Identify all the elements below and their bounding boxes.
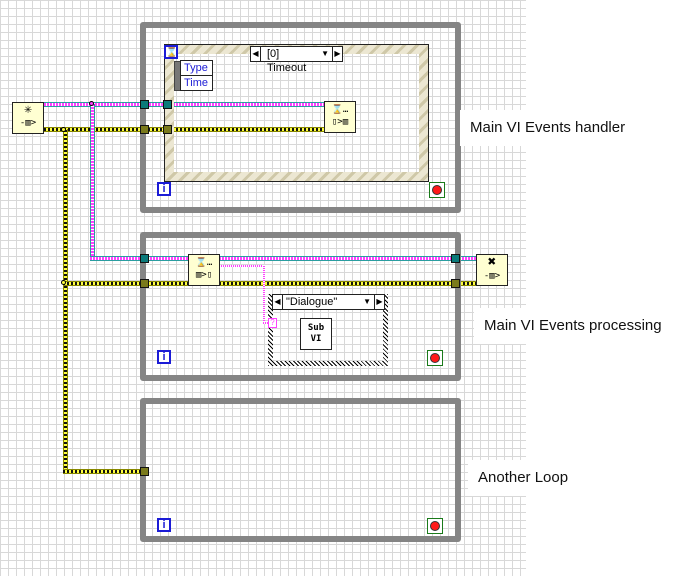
error-tunnel[interactable] (140, 279, 149, 288)
queue-icon: ▯>▥ (331, 117, 349, 127)
refnum-tunnel[interactable] (140, 100, 149, 109)
error-wire[interactable] (63, 281, 482, 286)
case-selector-terminal[interactable]: ? (268, 318, 277, 328)
dropdown-arrow-icon[interactable]: ▼ (321, 49, 329, 58)
while-loop-events-processing[interactable] (140, 232, 461, 381)
dequeue-node[interactable]: ⌛… ▥>▯ (188, 254, 220, 286)
close-icon: ✖ (487, 254, 497, 270)
error-tunnel[interactable] (140, 467, 149, 476)
error-tunnel[interactable] (140, 125, 149, 134)
event-data-type[interactable]: Type (181, 61, 212, 76)
wire-junction (61, 280, 66, 285)
refnum-tunnel[interactable] (163, 100, 172, 109)
obtain-queue-node[interactable]: ✳ -▥> (12, 102, 44, 134)
queue-refnum-wire-branch[interactable] (90, 104, 95, 256)
wire-junction (61, 127, 66, 132)
increment-arrow-icon[interactable]: ▶ (332, 47, 342, 61)
error-tunnel[interactable] (451, 279, 460, 288)
timeout-terminal-icon[interactable]: ⌛ (164, 45, 178, 59)
loop-label-another: Another Loop (468, 460, 579, 496)
element-wire[interactable] (219, 265, 264, 267)
queue-refnum-wire[interactable] (90, 256, 482, 261)
queue-icon: -▥> (483, 271, 501, 281)
refnum-tunnel[interactable] (140, 254, 149, 263)
while-loop-another[interactable] (140, 398, 461, 542)
hourglass-icon: ⌛… (331, 105, 349, 115)
error-wire-branch[interactable] (63, 129, 68, 472)
error-wire[interactable] (63, 469, 143, 474)
iteration-terminal[interactable]: i (157, 182, 171, 196)
iteration-terminal[interactable]: i (157, 518, 171, 532)
queue-icon: -▥> (19, 118, 37, 128)
loop-label-events-processing: Main VI Events processing (474, 308, 672, 344)
refnum-tunnel[interactable] (451, 254, 460, 263)
release-queue-node[interactable]: ✖ -▥> (476, 254, 508, 286)
case-selector[interactable]: ◀ "Dialogue" ▼ ▶ (272, 294, 385, 310)
error-tunnel[interactable] (163, 125, 172, 134)
event-selector[interactable]: ◀ [0] Timeout ▼ ▶ (250, 46, 343, 74)
subvi-node[interactable]: Sub VI (300, 318, 332, 350)
increment-arrow-icon[interactable]: ▶ (374, 295, 384, 309)
enqueue-node[interactable]: ⌛… ▯>▥ (324, 101, 356, 133)
while-loop-events-handler[interactable] (140, 22, 461, 213)
subvi-label-line2: VI (310, 334, 322, 344)
decrement-arrow-icon[interactable]: ◀ (251, 47, 261, 61)
stop-terminal[interactable] (427, 350, 443, 366)
element-wire[interactable] (263, 322, 271, 324)
dropdown-arrow-icon[interactable]: ▼ (363, 297, 371, 306)
case-selector-label: "Dialogue" (286, 296, 338, 308)
element-wire[interactable] (263, 265, 265, 323)
queue-icon: ▥>▯ (195, 270, 213, 280)
loop-label-events-handler: Main VI Events handler (460, 110, 636, 146)
obtain-queue-icon: ✳ (24, 102, 32, 117)
event-data-node[interactable]: Type Time (180, 60, 213, 91)
hourglass-icon: ⌛… (195, 258, 213, 268)
decrement-arrow-icon[interactable]: ◀ (273, 295, 283, 309)
iteration-terminal[interactable]: i (157, 350, 171, 364)
stop-terminal[interactable] (429, 182, 445, 198)
wire-junction (89, 101, 94, 106)
subvi-label-line1: Sub (307, 323, 325, 333)
stop-terminal[interactable] (427, 518, 443, 534)
event-selector-label: [0] Timeout (267, 48, 307, 74)
event-data-time[interactable]: Time (184, 77, 209, 89)
